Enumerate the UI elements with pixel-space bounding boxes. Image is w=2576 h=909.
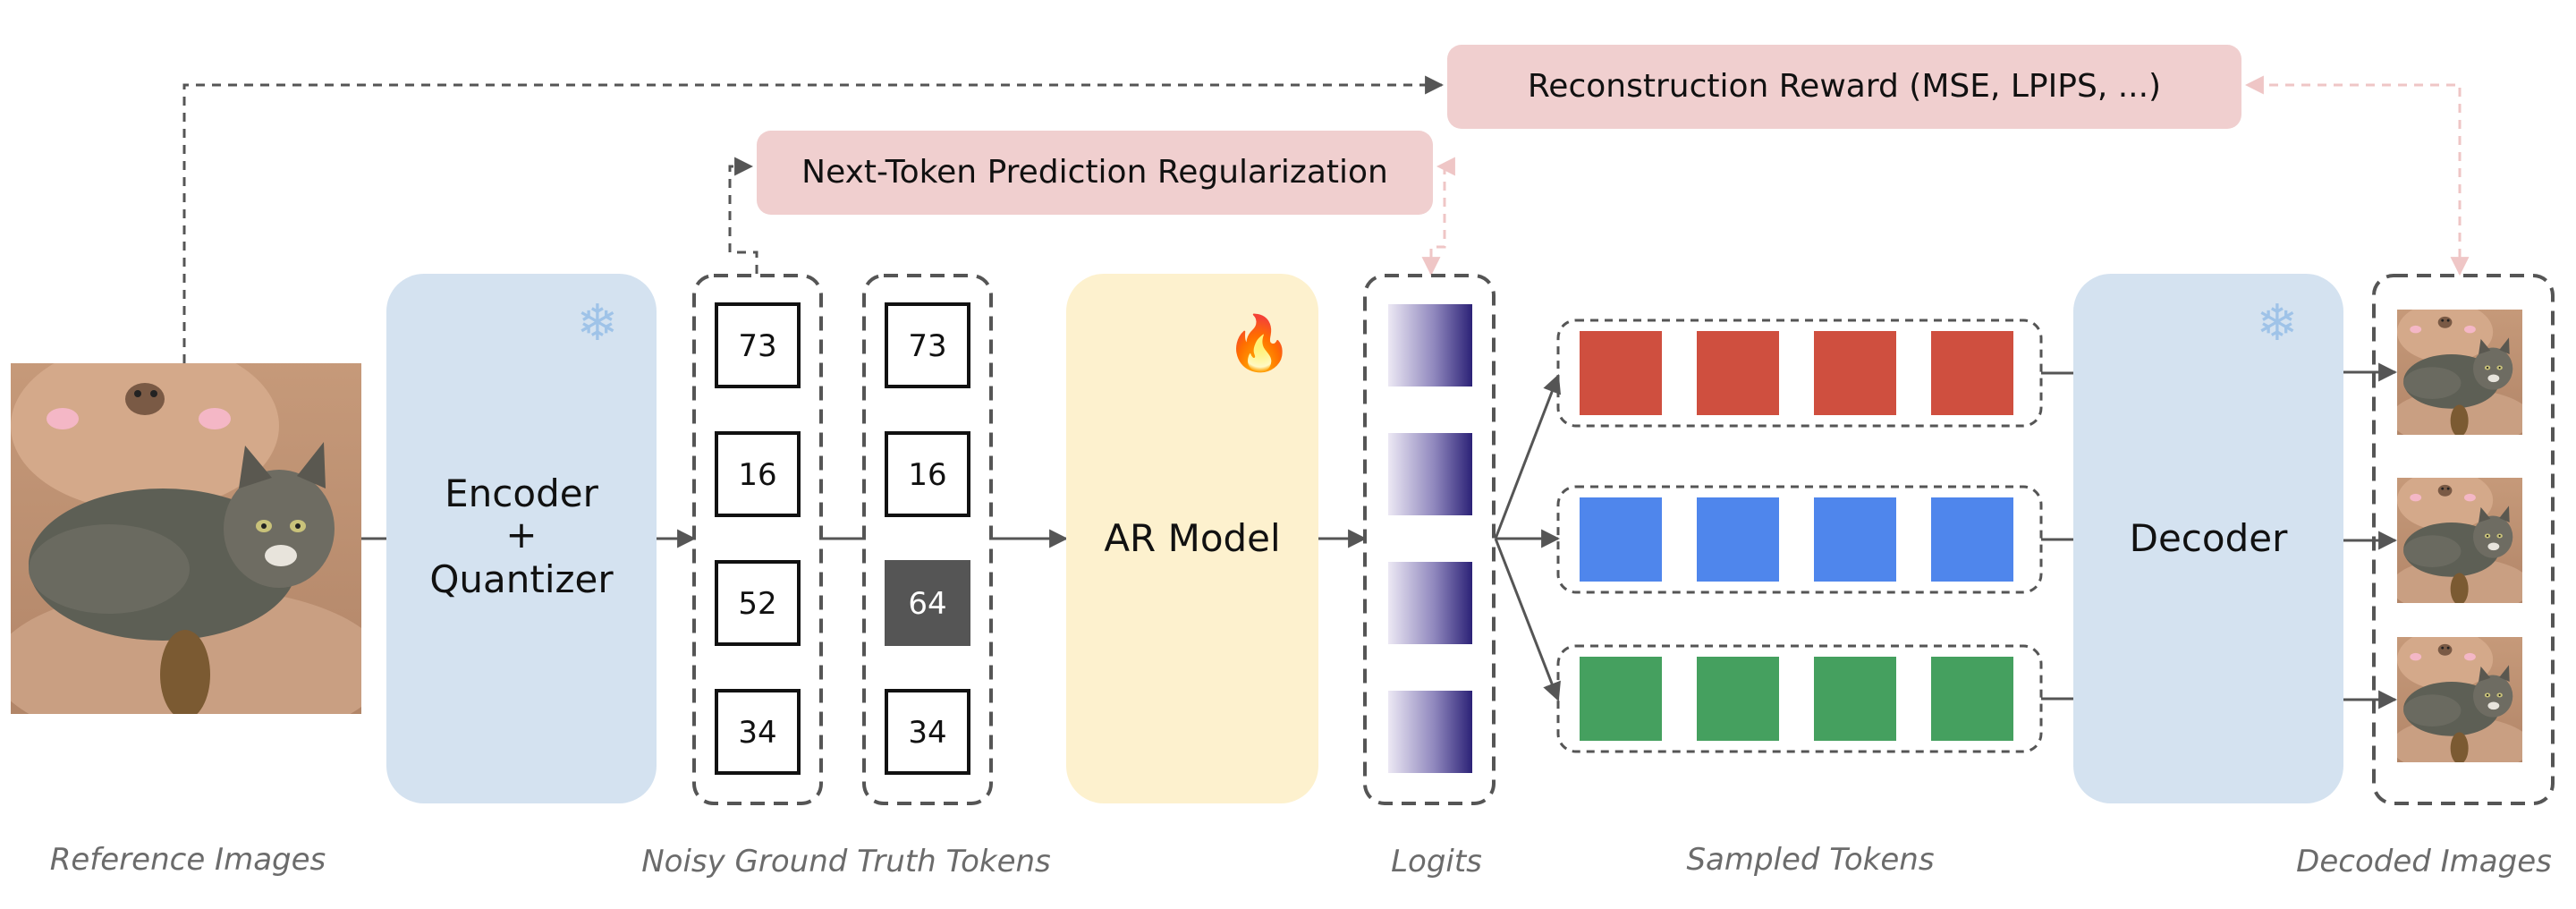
caption-noisy-ground-truth-tokens: Noisy Ground Truth Tokens — [641, 844, 1051, 879]
caption-logits: Logits — [1391, 844, 1482, 879]
logit-bar — [1388, 433, 1472, 515]
sampling-arrows — [1494, 374, 1562, 701]
logit-bar-list — [1388, 304, 1472, 773]
decoded-image — [2397, 637, 2522, 762]
sampled-token-red — [1814, 331, 1896, 415]
caption-decoded-images: Decoded Images — [2296, 844, 2552, 879]
sampled-token-red — [1931, 331, 2013, 415]
next-token-regularization-label: Next-Token Prediction Regularization — [801, 154, 1388, 191]
sampled-token-blue — [1580, 497, 1662, 582]
fire-icon: 🔥 — [1226, 312, 1293, 375]
decoded-to-reward-arrow — [2244, 75, 2470, 276]
reconstruction-reward-box — [1447, 45, 2241, 129]
next-token-regularization-box — [757, 131, 1433, 215]
sampled-token-blue — [1814, 497, 1896, 582]
ground-truth-token-box — [715, 560, 801, 646]
reference-image — [11, 363, 361, 714]
caption-reference-images: Reference Images — [50, 842, 326, 878]
ar-model-block — [1066, 274, 1318, 803]
gt-to-ntp-arrow — [728, 157, 758, 274]
logit-bar — [1388, 691, 1472, 773]
sampled-token-blue — [1931, 497, 2013, 582]
sampled-token-green — [1814, 657, 1896, 741]
sampled-token-green — [1931, 657, 2013, 741]
sampled-token-rows — [1556, 319, 2073, 753]
ground-truth-token-value: 73 — [738, 328, 776, 364]
decoded-image — [2397, 310, 2522, 435]
noisy-token-value: 73 — [908, 328, 946, 364]
ar-model-label: AR Model — [1104, 516, 1280, 560]
noisy-token-value: 34 — [908, 715, 946, 751]
noisy-token-value: 64 — [908, 586, 946, 622]
caption-sampled-tokens: Sampled Tokens — [1686, 842, 1934, 878]
ground-truth-token-value: 52 — [738, 586, 776, 622]
logit-bar — [1388, 304, 1472, 387]
ground-truth-token-box — [715, 431, 801, 517]
sampled-token-green — [1580, 657, 1662, 741]
ground-truth-token-value: 16 — [738, 457, 776, 493]
noisy-token-box — [885, 302, 970, 388]
encoder-label: Encoder — [445, 471, 598, 515]
noisy-token-box — [885, 560, 970, 646]
snowflake-icon: ❄ — [2257, 294, 2299, 353]
encoder-quantizer-block — [386, 274, 657, 803]
sampled-token-blue — [1697, 497, 1779, 582]
logit-bar — [1388, 562, 1472, 644]
sampled-token-red — [1697, 331, 1779, 415]
ground-truth-token-list: 73 16 52 34 — [715, 302, 801, 775]
ground-truth-token-box — [715, 689, 801, 775]
logits-column — [1363, 274, 1496, 805]
noisy-token-box — [885, 431, 970, 517]
quantizer-label: Quantizer — [429, 557, 614, 601]
logits-to-ntp-arrow — [1421, 157, 1455, 276]
decoded-image-list — [2343, 310, 2522, 762]
ground-truth-token-value: 34 — [738, 715, 776, 751]
sampled-token-green — [1697, 657, 1779, 741]
snowflake-icon: ❄ — [577, 294, 619, 353]
noisy-token-box — [885, 689, 970, 775]
sampled-token-red — [1580, 331, 1662, 415]
decoder-label: Decoder — [2130, 516, 2288, 560]
noisy-token-list: 73 16 64 34 — [885, 302, 970, 775]
decoder-block — [2073, 274, 2343, 803]
encoder-plus-label: + — [505, 513, 537, 556]
ground-truth-token-box — [715, 302, 801, 388]
decoded-image — [2397, 478, 2522, 603]
reference-to-reward-arrow — [182, 75, 1445, 363]
reconstruction-reward-label: Reconstruction Reward (MSE, LPIPS, ...) — [1528, 68, 2161, 105]
noisy-token-value: 16 — [908, 457, 946, 493]
